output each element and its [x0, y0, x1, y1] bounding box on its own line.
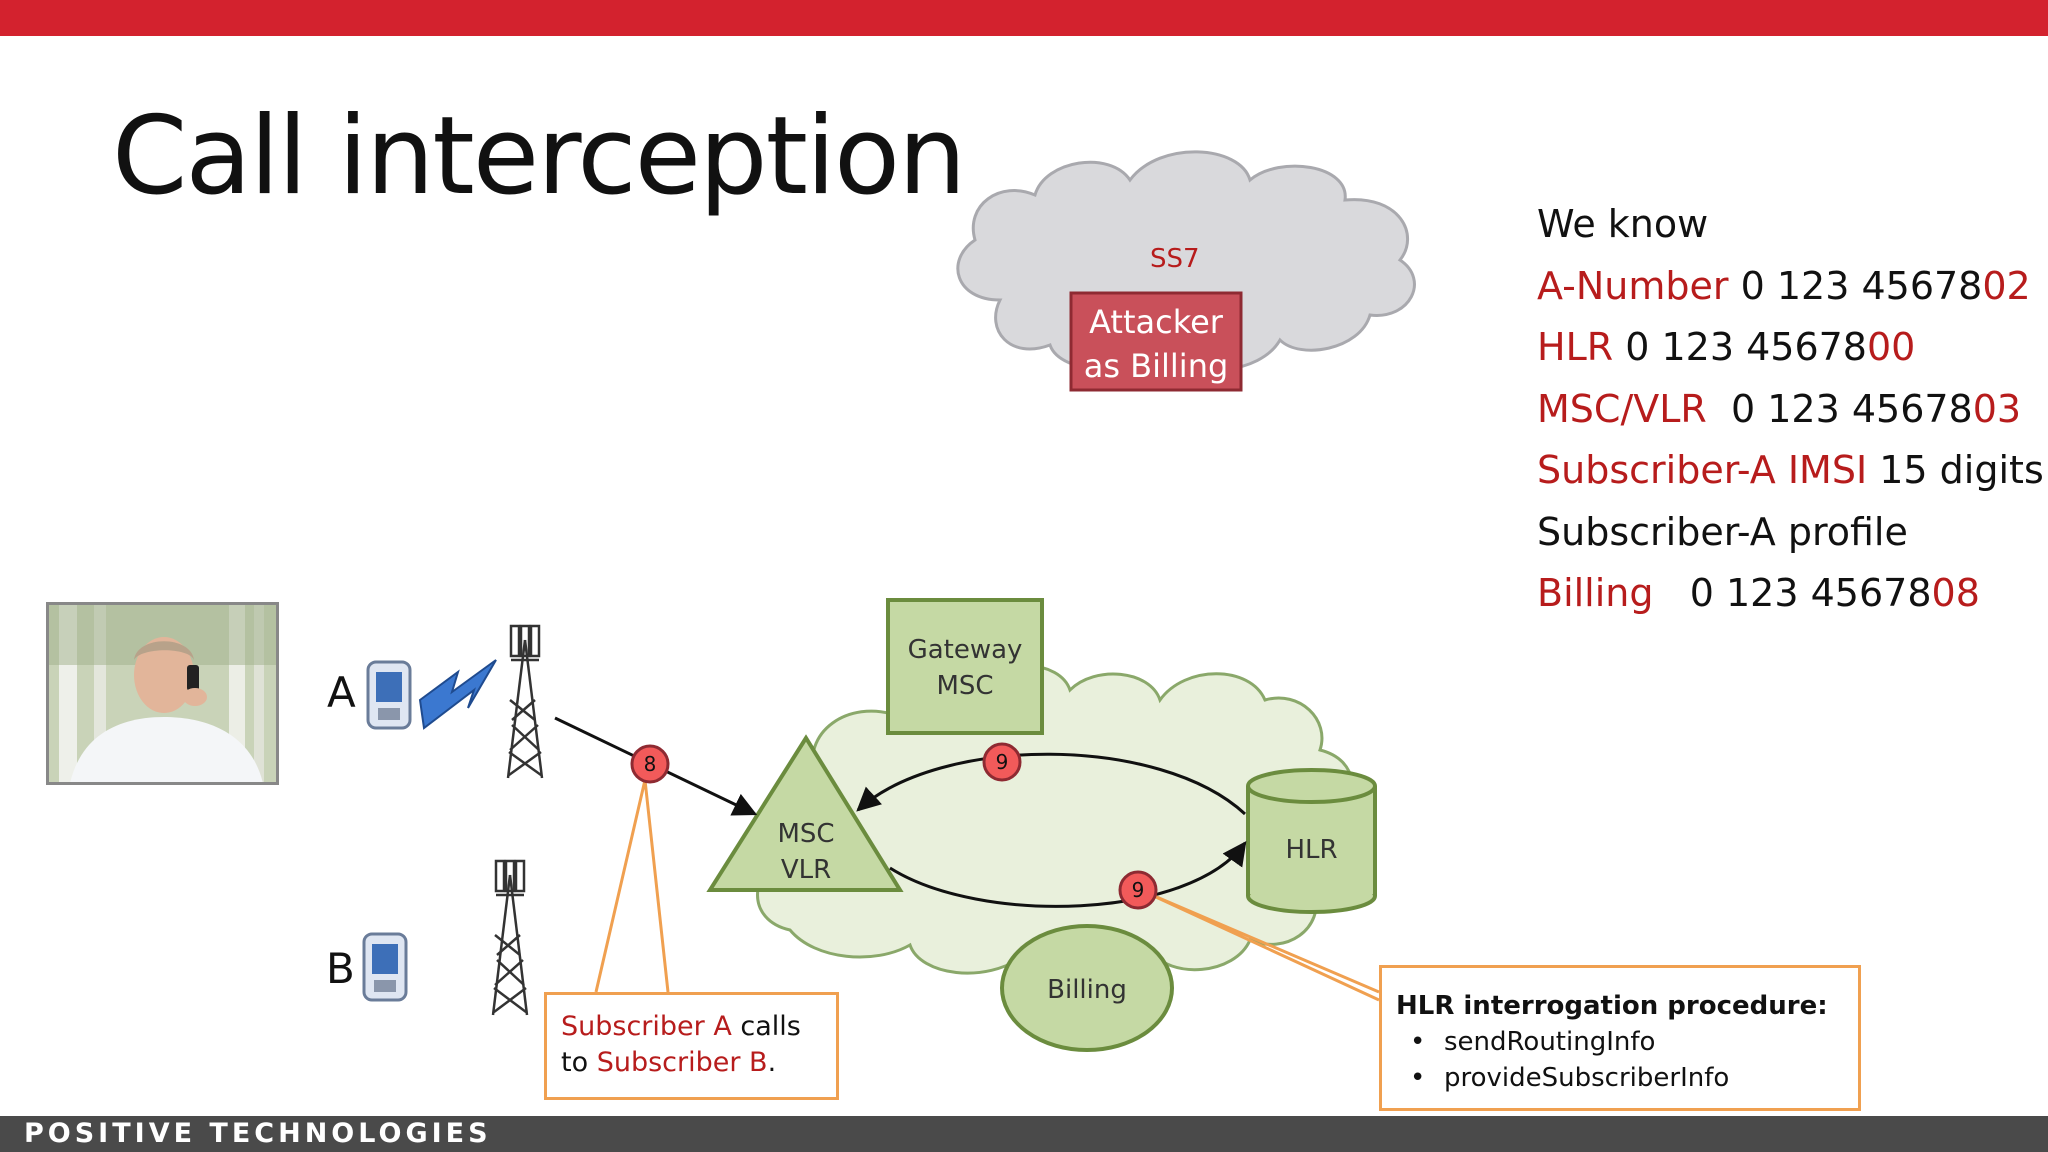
callout-a-pointer: [594, 779, 670, 993]
callout-hlr-list: sendRoutingInfo provideSubscriberInfo: [1396, 1024, 1844, 1096]
step-9b-label: 9: [1131, 878, 1145, 902]
fact-label: Billing: [1537, 571, 1654, 615]
callout-hlr-interrogation: HLR interrogation procedure: sendRouting…: [1379, 965, 1861, 1111]
callout-calls-to: calls to: [561, 1011, 801, 1078]
footer-brand-logo: POSITIVE TECHNOLOGIES: [24, 1118, 492, 1149]
fact-imsi: Subscriber-A IMSI 15 digits: [1537, 440, 2044, 502]
fact-value: 0 123 45678: [1613, 325, 1867, 369]
callout-hlr-heading: HLR interrogation procedure:: [1396, 991, 1828, 1021]
hlr-label: HLR: [1285, 835, 1338, 865]
callout-hlr-item: sendRoutingInfo: [1396, 1024, 1844, 1060]
hlr-cylinder: [1246, 768, 1377, 914]
msc-vlr-triangle: [706, 734, 904, 892]
fact-billing: Billing 0 123 4567808: [1537, 563, 2044, 625]
fact-label: A-Number: [1537, 263, 1729, 308]
arrow-hlr-to-msc: [856, 752, 1247, 816]
fact-value: 0 123 45678: [1728, 263, 1983, 308]
radio-signal-icon: [418, 659, 497, 730]
subscriber-a-label: A: [327, 668, 356, 717]
fact-value-suffix: 00: [1866, 325, 1916, 369]
callout-subscriber-call: Subscriber A calls to Subscriber B.: [544, 992, 839, 1100]
fact-value-suffix: 02: [1982, 263, 2031, 308]
gateway-msc-label-line1: Gateway: [907, 635, 1023, 665]
fact-a-number: A-Number 0 123 4567802: [1537, 256, 2044, 318]
tower-b-icon: [491, 859, 529, 1016]
fact-value: 0 123 45678: [1706, 386, 1973, 431]
step-9b-circle: [1118, 870, 1158, 910]
fact-hlr: HLR 0 123 4567800: [1537, 317, 2044, 379]
msc-vlr-label-line1: MSC: [777, 819, 835, 849]
attacker-box: [1069, 291, 1243, 392]
callout-hlr-item: provideSubscriberInfo: [1396, 1060, 1844, 1096]
callout-subscriber-a: Subscriber A: [561, 1011, 732, 1042]
tower-a-icon: [506, 624, 544, 779]
billing-label: Billing: [1047, 975, 1127, 1005]
callout-period: .: [767, 1047, 777, 1078]
step-8-circle: [630, 744, 670, 784]
slide-title: Call interception: [112, 94, 966, 219]
subscriber-photo-image: [49, 605, 276, 782]
msc-vlr-label-line2: VLR: [780, 855, 832, 885]
phone-a-icon: [366, 660, 412, 730]
fact-value: 15 digits: [1867, 448, 2044, 492]
attacker-label-line2: as Billing: [1083, 347, 1229, 385]
ss7-label: SS7: [1150, 244, 1200, 274]
attacker-label-line1: Attacker: [1089, 303, 1223, 341]
fact-value-suffix: 03: [1972, 386, 2022, 431]
fact-value: 0 123 45678: [1653, 571, 1932, 615]
fact-label: Subscriber-A IMSI: [1537, 448, 1868, 492]
billing-ellipse: [1000, 924, 1174, 1052]
phone-b-icon: [362, 932, 408, 1002]
bottom-footer-bar: [0, 1116, 2048, 1152]
fact-value-suffix: 08: [1931, 571, 1980, 615]
fact-label: MSC/VLR: [1537, 386, 1707, 431]
fact-value: Subscriber-A profile: [1537, 509, 1908, 554]
subscriber-photo: [46, 602, 279, 785]
gateway-msc-box: [886, 598, 1044, 735]
callout-subscriber-b: Subscriber B: [596, 1047, 768, 1078]
step-9a-circle: [982, 742, 1022, 782]
fact-label: HLR: [1537, 325, 1614, 369]
step-9a-label: 9: [995, 750, 1009, 774]
arrow-msc-to-hlr: [889, 841, 1247, 908]
gateway-msc-label-line2: MSC: [936, 671, 994, 701]
subscriber-b-label: B: [326, 944, 355, 993]
fact-msc-vlr: MSC/VLR 0 123 4567803: [1537, 379, 2044, 441]
fact-profile: Subscriber-A profile: [1537, 502, 2044, 564]
facts-heading: We know: [1537, 202, 1709, 246]
step-8-label: 8: [643, 752, 657, 776]
top-accent-bar: [0, 0, 2048, 36]
known-facts-list: We know A-Number 0 123 4567802 HLR 0 123…: [1537, 194, 2044, 625]
